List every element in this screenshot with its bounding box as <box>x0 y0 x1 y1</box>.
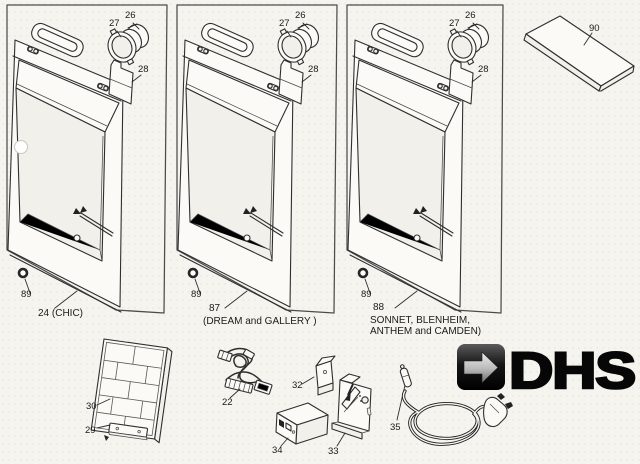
panel-caption-line1: SONNET, BLENHEIM, <box>370 315 470 326</box>
panel-caption: 24 (CHIC) <box>38 308 83 319</box>
callout-26: 26 <box>125 10 136 21</box>
callout-28: 28 <box>308 64 319 75</box>
part-trim-plate: 29 <box>85 422 149 441</box>
fireplace-front-drawing <box>346 19 494 314</box>
panel-sonnet-blenheim: 27 26 28 89 88 SONNET, BLENHEIM, ANTHEM … <box>346 4 504 337</box>
callout-28: 28 <box>138 64 149 75</box>
fireplace-front-drawing <box>6 19 154 314</box>
callout-22: 22 <box>222 397 233 408</box>
screw-icon <box>104 435 109 441</box>
right-arrow-icon <box>463 351 499 384</box>
callout-30: 30 <box>86 401 97 412</box>
part-mounting-bracket: 33 <box>328 373 372 457</box>
panel-chic-border <box>6 4 168 314</box>
panel-chic: 27 26 28 89 24 (CHIC) <box>6 4 168 319</box>
panel-number: 87 <box>209 303 221 314</box>
fireplace-front-drawing <box>176 19 324 314</box>
logo-text: DHS <box>509 342 635 399</box>
callout-26: 26 <box>465 10 476 21</box>
callout-27: 27 <box>109 18 120 29</box>
callout-89: 89 <box>21 289 32 300</box>
callout-27: 27 <box>449 18 460 29</box>
callout-29: 29 <box>85 425 96 436</box>
panel-caption-line2: ANTHEM and CAMDEN) <box>370 326 481 337</box>
callout-90: 90 <box>589 23 600 34</box>
callout-32: 32 <box>292 380 303 391</box>
panel-number: 88 <box>373 302 385 313</box>
panel-sonnet-border <box>346 4 504 314</box>
callout-89: 89 <box>361 289 372 300</box>
part-wiring-harness: 22 <box>217 347 273 408</box>
panel-dream-gallery: 27 26 28 89 87 (DREAM and GALLERY ) <box>176 4 338 327</box>
dhs-logo: DHS <box>457 341 637 400</box>
part-control-box: 34 <box>272 402 329 456</box>
knob-detail <box>14 140 28 154</box>
part-small-bracket: 32 <box>292 355 336 396</box>
callout-27: 27 <box>279 18 290 29</box>
part-power-cord: 35 <box>390 364 513 446</box>
callout-26: 26 <box>295 10 306 21</box>
panel-caption: (DREAM and GALLERY ) <box>203 316 317 327</box>
direction-arrowhead-icon <box>345 389 351 401</box>
mains-plug <box>483 393 513 428</box>
panel-dream-border <box>176 4 338 314</box>
callout-28: 28 <box>478 64 489 75</box>
callout-34: 34 <box>272 445 283 456</box>
inline-connector <box>399 364 412 388</box>
callout-89: 89 <box>191 289 202 300</box>
callout-35: 35 <box>390 422 401 433</box>
callout-33: 33 <box>328 446 339 457</box>
part-shelf: 90 <box>523 15 635 92</box>
